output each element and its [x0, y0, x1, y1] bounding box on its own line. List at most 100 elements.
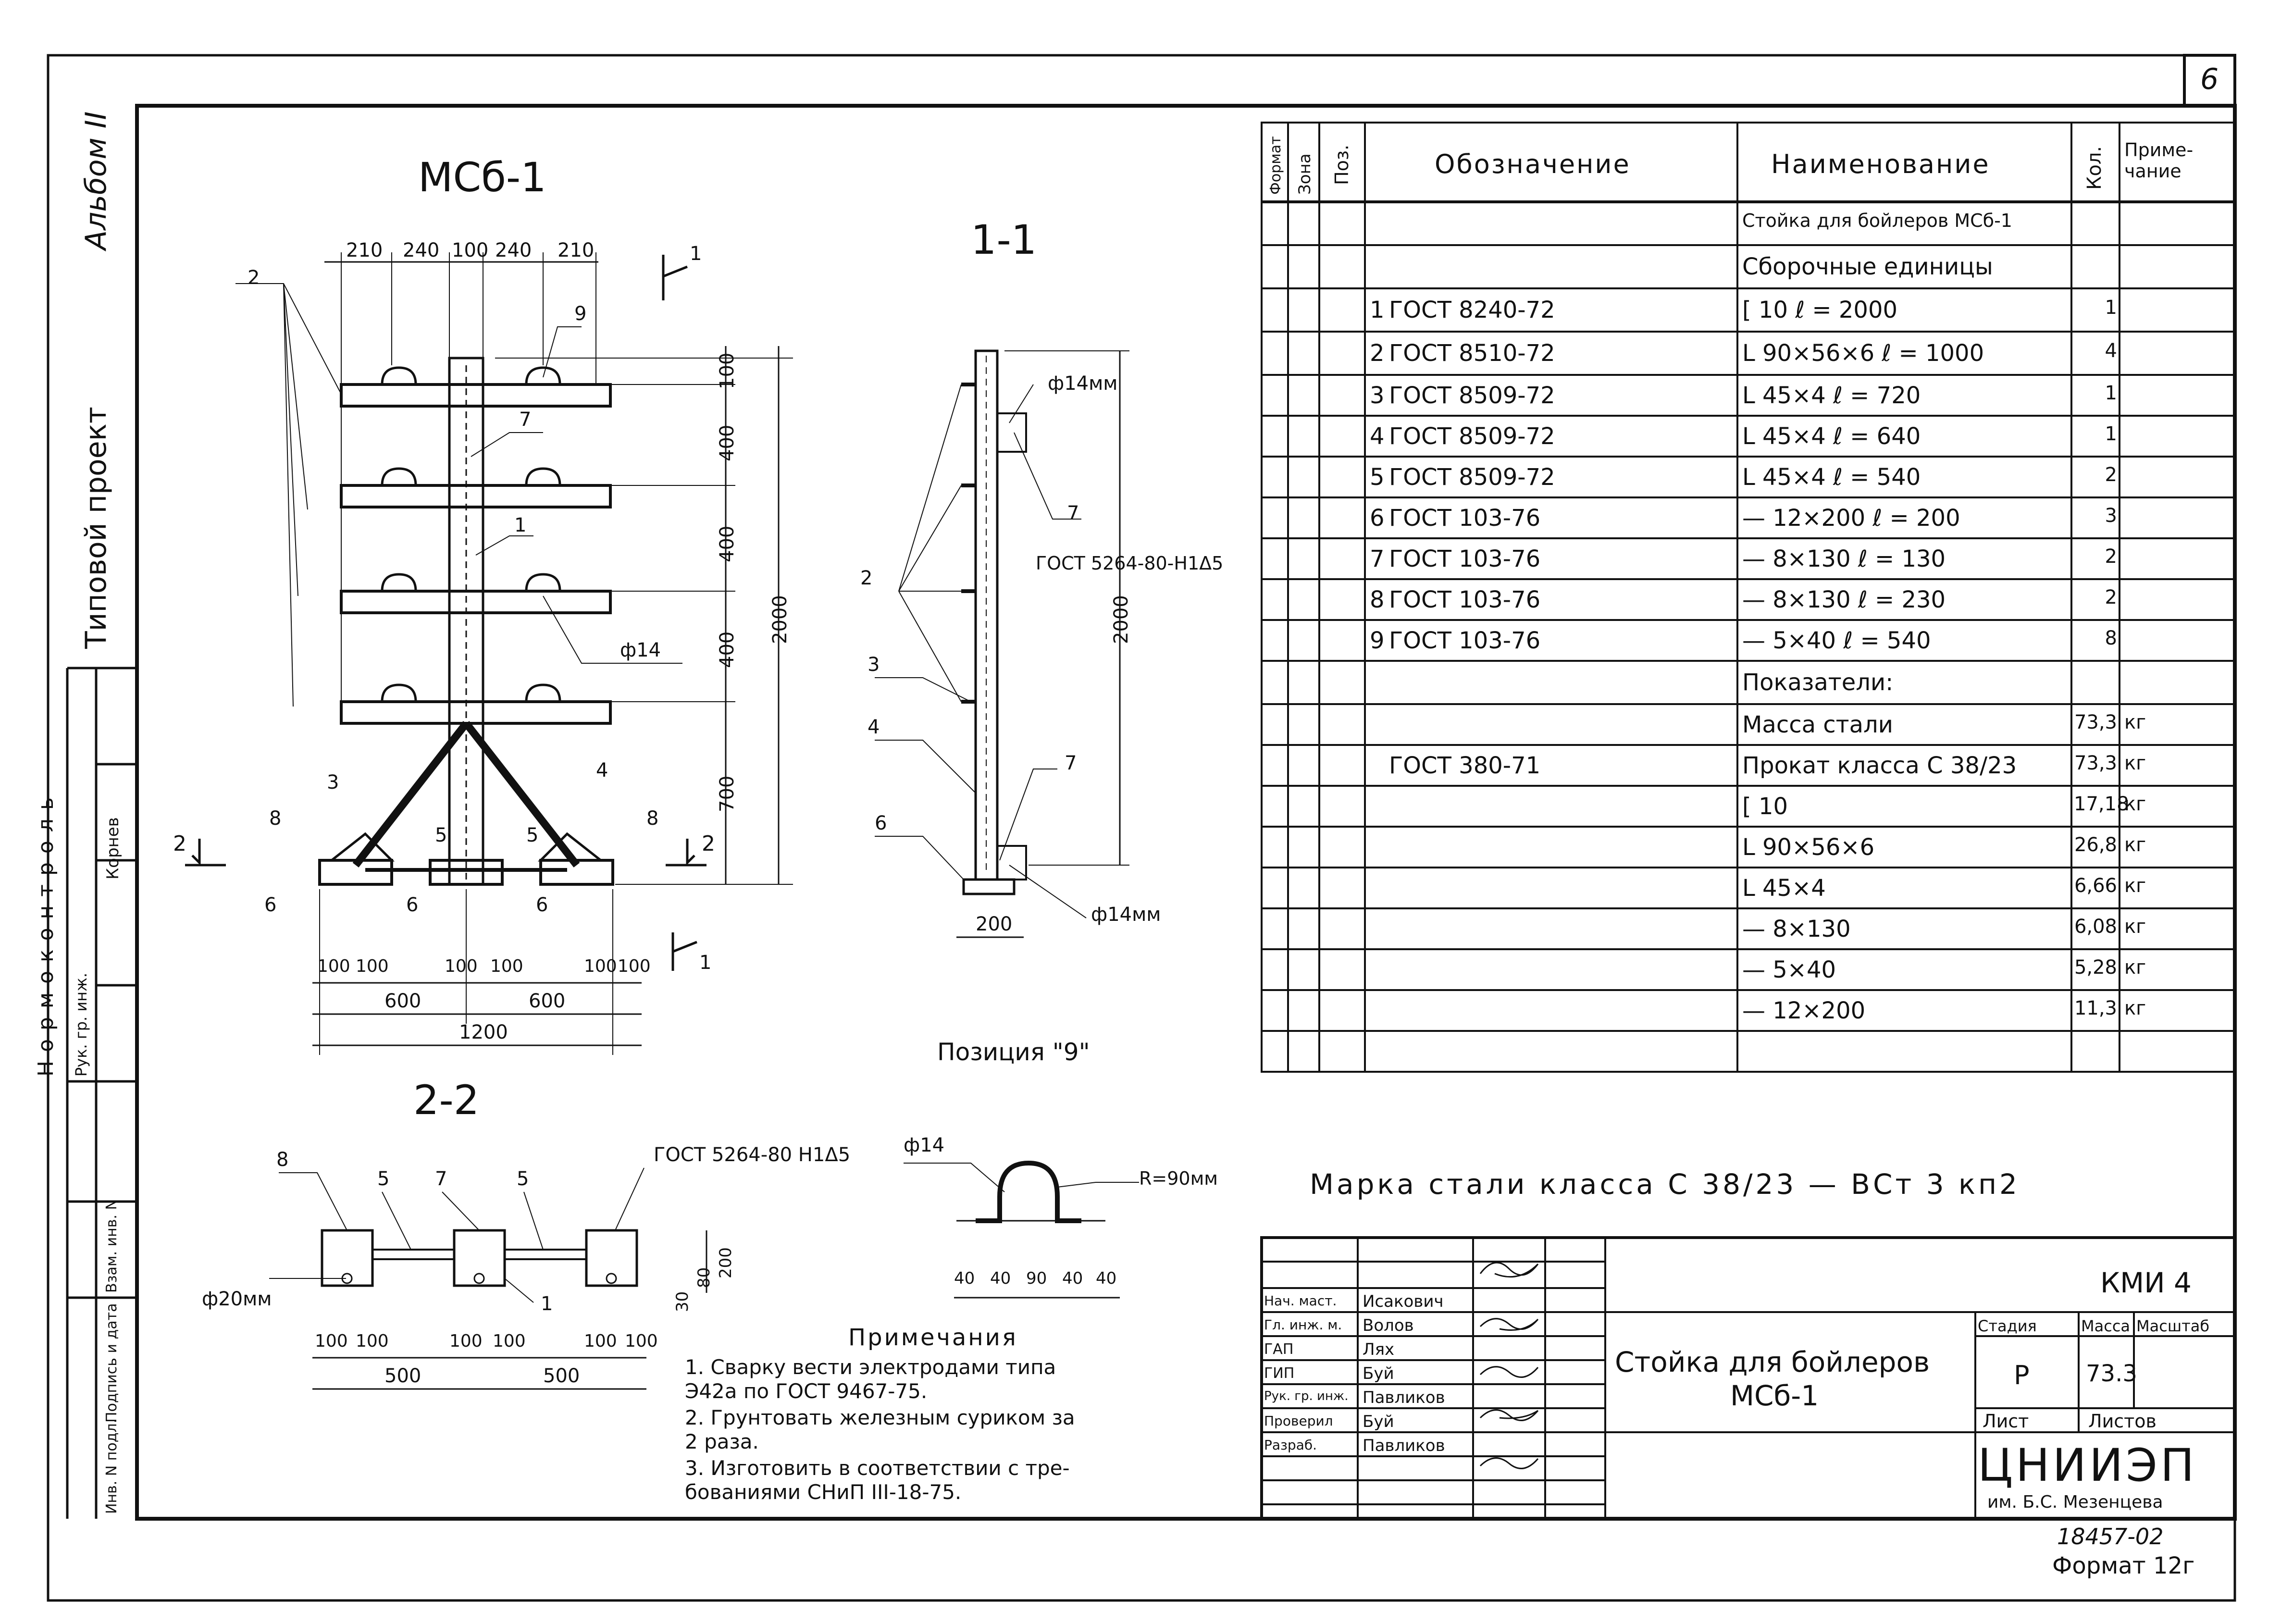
s11-pos-3: 3	[868, 654, 880, 676]
spec-cell-name: — 5×40 ℓ = 540	[1742, 627, 1931, 654]
tb-staff-name-1: Исакович	[1363, 1292, 1444, 1311]
spec-cell-qty: 2	[2105, 545, 2117, 568]
spec-cell-pos: 3	[1370, 382, 1385, 409]
s22-pos-7: 7	[435, 1168, 447, 1190]
pos9-dim-2: 40	[990, 1269, 1011, 1288]
spec-cell-qty: 17,18	[2074, 793, 2129, 815]
leader-1	[475, 535, 533, 556]
dim-top-2: 240	[403, 239, 440, 261]
cut-marker-1-bottom	[671, 932, 697, 971]
main-pos-8a: 8	[269, 807, 282, 830]
pos9-leader-r	[1057, 1182, 1139, 1188]
main-pos-6a: 6	[264, 894, 277, 916]
signature-4	[1479, 1409, 1539, 1421]
spec-cell-qty: 3	[2105, 504, 2117, 527]
ubolt-1a	[381, 366, 417, 385]
note-line-4: 2 раза.	[685, 1430, 759, 1453]
spec-cell-name: Показатели:	[1742, 669, 1894, 696]
inv-label-1: Инв. N подл.	[103, 1418, 120, 1514]
spec-cell-name: Прокат класса С 38/23	[1742, 752, 2017, 779]
s11-leader-4	[875, 740, 976, 793]
tb-staff-role-4: ГИП	[1264, 1365, 1295, 1382]
pos9-dim-3: 90	[1026, 1269, 1047, 1288]
s11-pos-2: 2	[860, 567, 873, 589]
note-line-3: 2. Грунтовать железным суриком за	[685, 1406, 1075, 1429]
s22-dim-a-1: 100	[315, 1331, 348, 1351]
spec-outer	[1261, 122, 2236, 1073]
spec-cell-designation: ГОСТ 103-76	[1389, 545, 1541, 572]
signature-2	[1479, 1318, 1539, 1331]
tb-staff-name-6: Буй	[1363, 1412, 1394, 1431]
section-1-1-title: 1-1	[971, 216, 1037, 263]
dim-bottom-a-5: 100	[584, 956, 617, 976]
tb-staff-role-7: Разраб.	[1264, 1437, 1317, 1453]
shelf-4	[340, 700, 612, 725]
spec-cell-pos: 8	[1370, 586, 1385, 613]
spec-cell-note: кг	[2124, 752, 2146, 774]
tb-stage: Р	[2014, 1360, 2030, 1390]
spec-cell-name: L 45×4 ℓ = 640	[1742, 422, 1921, 450]
ubolt-detail	[976, 1160, 1081, 1223]
dim-vert-4: 400	[716, 631, 738, 668]
s22-dim-b-2: 500	[543, 1365, 580, 1387]
ubolt-2a	[381, 467, 417, 486]
tb-staff-role-1: Нач. маст.	[1264, 1293, 1337, 1309]
notes-title: Примечания	[848, 1324, 1018, 1351]
s22-dim-v-30: 30	[673, 1291, 692, 1312]
spec-cell-name: — 8×130 ℓ = 230	[1742, 586, 1946, 613]
s22-pos-1: 1	[541, 1293, 553, 1315]
spec-table-grid	[1261, 122, 2236, 1073]
spec-cell-designation: ГОСТ 103-76	[1389, 504, 1541, 532]
s22-leader-7	[442, 1191, 480, 1231]
gusset-left	[328, 832, 395, 862]
main-pos-1: 1	[514, 514, 527, 536]
s11-pos-7a: 7	[1067, 502, 1079, 524]
spec-cell-name: L 45×4	[1742, 874, 1826, 902]
main-view	[185, 252, 793, 1055]
spec-cell-note: кг	[2124, 874, 2146, 897]
main-pos-6c: 6	[536, 894, 548, 916]
section-2-2-view	[269, 1167, 707, 1390]
s22-leader-5b	[523, 1191, 544, 1250]
s22-pos-8: 8	[276, 1149, 289, 1171]
signature-1	[1479, 1262, 1539, 1278]
dim-bottom-a-1: 100	[317, 956, 350, 976]
inv-label-3: Взам. инв. N	[103, 1199, 120, 1293]
spec-cell-qty: 4	[2105, 340, 2117, 362]
cut-marker-2-left	[185, 839, 226, 867]
dim-top-4: 240	[495, 239, 532, 261]
main-pos-3: 3	[327, 771, 339, 793]
s22-plate-right	[585, 1229, 638, 1287]
pos9-leader-phi	[904, 1163, 1005, 1192]
tb-stage-label: Стадия	[1978, 1317, 2037, 1335]
head-name-label: Корнев	[103, 817, 123, 880]
s22-gost-weld: ГОСТ 5264-80 Н1Δ5	[654, 1144, 851, 1166]
spec-cell-designation: ГОСТ 8509-72	[1389, 463, 1555, 491]
ubolt-1b	[525, 366, 561, 385]
main-pos-9: 9	[574, 303, 587, 325]
inventory-number: 18457-02	[2057, 1524, 2164, 1550]
tb-sheets-label: Листов	[2088, 1411, 2157, 1432]
tb-staff-name-7: Павликов	[1363, 1436, 1445, 1455]
s22-dim-b-1: 500	[384, 1365, 421, 1387]
tb-staff-name-2: Волов	[1363, 1316, 1414, 1335]
section-2-2-title: 2-2	[413, 1077, 480, 1124]
tb-mass-label: Масса	[2081, 1317, 2131, 1335]
s11-leader-2b	[898, 485, 962, 592]
spec-cell-name: — 8×130 ℓ = 130	[1742, 545, 1946, 572]
s11-leader-phi-bottom	[1009, 865, 1087, 918]
s11-leader-6	[875, 836, 964, 880]
ubolt-3b	[525, 573, 561, 592]
spec-header-name: Наименование	[1771, 149, 1990, 179]
spec-cell-qty: 73,3	[2074, 711, 2117, 733]
shelf-2	[340, 484, 612, 508]
note-line-2: Э42а по ГОСТ 9467-75.	[685, 1379, 928, 1403]
spec-cell-qty: 73,3	[2074, 752, 2117, 774]
dim-bottom-b-2: 600	[529, 990, 566, 1012]
spec-cell-qty: 11,3	[2074, 997, 2117, 1019]
cut-2-right-label: 2	[702, 831, 715, 856]
project-type-label: Типовой проект	[79, 407, 113, 649]
s22-pos-5b: 5	[517, 1168, 529, 1190]
main-pos-5b: 5	[526, 824, 539, 846]
